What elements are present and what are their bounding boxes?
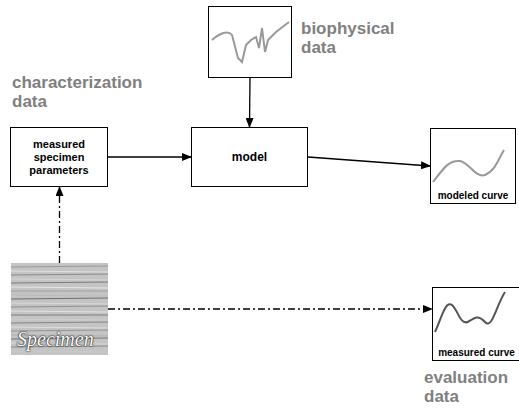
plot-caption: modeled curve: [431, 190, 515, 201]
wood-grain: [11, 266, 108, 352]
group-label: characterization data: [12, 73, 182, 111]
plot-caption: measured curve: [433, 347, 519, 358]
modeled-curve-line: [433, 150, 504, 182]
process-box: characterization datameasured specimen p…: [10, 127, 108, 187]
group-label: biophysical data: [301, 19, 421, 57]
specimen-texture: [11, 263, 108, 355]
plot-box: biophysical data: [208, 6, 292, 78]
measured-curve-line: [435, 292, 505, 332]
flow-arrow: [308, 157, 430, 166]
group-label: evaluation data: [424, 368, 514, 406]
image-label: Specimen: [17, 328, 94, 351]
box-label: model: [232, 150, 267, 164]
plot-box: modeled curve: [430, 128, 516, 204]
specimen-image: Specimen: [11, 263, 108, 355]
flow-arrow: [108, 156, 191, 157]
biophysical-curve: [212, 22, 289, 62]
flow-arrow: [249, 78, 251, 127]
flow-arrow: [59, 187, 60, 263]
plot-box: measured curveevaluation data: [432, 287, 519, 361]
flow-arrow: [108, 308, 432, 309]
process-box: model: [191, 127, 308, 187]
box-label: measured specimen parameters: [18, 138, 100, 177]
specimen-ground: [11, 263, 108, 355]
